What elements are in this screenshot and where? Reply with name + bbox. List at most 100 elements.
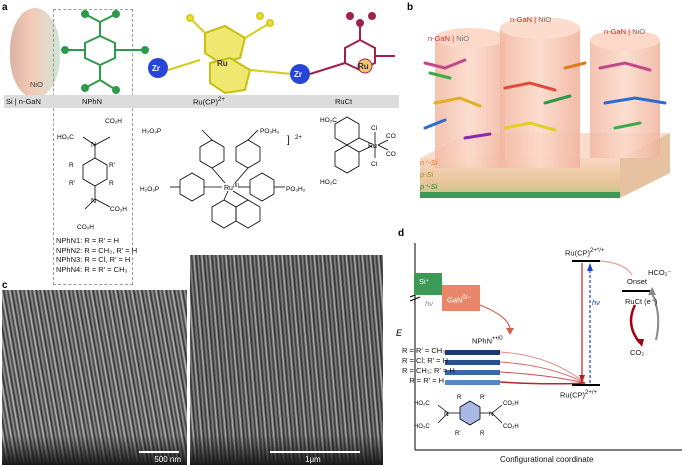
svg-text:H₂O₃P: H₂O₃P [142, 128, 161, 135]
svg-text:CO₂H: CO₂H [503, 424, 519, 430]
onset-label: Onset [627, 277, 648, 286]
energy-diagram: N N HO₂C HO₂C CO₂H CO₂H R R′ R′ R [409, 243, 682, 451]
svg-text:Cl: Cl [371, 161, 378, 168]
panel-d-label: d [398, 228, 405, 239]
svg-text:R′: R′ [69, 180, 76, 187]
svg-text:N: N [91, 198, 96, 205]
hco2-label: HCO₂⁻ [648, 268, 672, 277]
svg-text:CO₂H: CO₂H [110, 206, 127, 213]
nphn-dashed-box [53, 9, 133, 285]
layer-pp-si: p⁺-Si [420, 182, 438, 191]
y-axis-label: E [396, 328, 403, 338]
variant-2: NPhN2: R = CH₃, R′ = H [56, 245, 138, 255]
rucp-ground-label: Ru(CP)2+/+ [560, 390, 598, 400]
svg-text:CO: CO [386, 151, 396, 158]
gan-label: GaN0/− [447, 295, 471, 305]
svg-text:Zr: Zr [294, 70, 302, 79]
nphn-structure: N N CO₂H HO₂C CO₂H CO₂H R R′ R′ R [57, 118, 127, 231]
nphn-level-label: NPhN+•/0 [472, 336, 503, 346]
dye-clusters [423, 58, 667, 140]
variant-1: NPhN1: R = R′ = H [56, 236, 120, 245]
svg-text:HO₂C: HO₂C [320, 117, 337, 124]
rucp-molecule [167, 12, 293, 95]
svg-text:CO: CO [386, 133, 396, 140]
svg-text:HO₂C: HO₂C [320, 179, 337, 186]
si-box [414, 273, 442, 295]
sem-image-1: 500 nm [2, 290, 187, 465]
rucp-excited-label: Ru(CP)2+*/+ [565, 248, 605, 258]
svg-text:PO₃H₂: PO₃H₂ [260, 128, 280, 135]
molecular-assembly: Zr Ru Zr Ru [61, 10, 395, 95]
svg-text:]: ] [287, 135, 290, 146]
variant-4: NPhN4: R = R′ = CH₃ [56, 264, 128, 274]
x-axis-label: Configurational coordinate [500, 455, 594, 464]
sem-image-2: 1μm [190, 255, 383, 465]
svg-text:Ru: Ru [217, 59, 228, 68]
panel-a-label: a [2, 2, 8, 13]
ruct-structure: Ru HO₂C HO₂C Cl Cl CO CO [320, 116, 396, 186]
svg-text:R: R [69, 162, 74, 169]
strip-nphn: NPhN [82, 97, 103, 106]
svg-text:N: N [489, 411, 494, 418]
svg-text:HO₂C: HO₂C [57, 134, 74, 141]
svg-text:R: R [109, 180, 114, 187]
co2-label: CO₂ [630, 348, 645, 357]
svg-text:N: N [91, 142, 96, 149]
ru2-atom [357, 58, 373, 74]
pillar-label-2: n-GaN | NiO [510, 15, 552, 24]
gan-box [442, 285, 480, 311]
variant-3: NPhN3: R = Cl, R′ = H [56, 255, 131, 264]
svg-text:CO₂H: CO₂H [77, 224, 94, 231]
rucp-structure: Ru (II) H₂O₃P PO₃H₂ H₂O₃P PO₃H₂ 2+ ] [140, 128, 306, 229]
svg-text:HO₂C: HO₂C [414, 401, 430, 407]
svg-text:CO₂H: CO₂H [105, 118, 122, 125]
layer-n-si: n⁺-Si [420, 158, 438, 167]
svg-text:PO₃H₂: PO₃H₂ [286, 186, 306, 193]
hv1-label: hν [425, 299, 433, 308]
svg-text:Cl: Cl [371, 125, 378, 132]
nphn-variant-list: NPhN1: R = R′ = H NPhN2: R = CH₃, R′ = H… [56, 236, 137, 274]
si-label: Si⁺ [419, 277, 430, 286]
svg-text:R: R [457, 395, 462, 401]
zr2-atom [290, 64, 310, 84]
ruct-e-label: RuCt (e⁻) [625, 297, 658, 306]
scale-label-2: 1μm [305, 455, 321, 464]
svg-text:Ru: Ru [358, 62, 369, 71]
svg-text:HO₂C: HO₂C [414, 424, 430, 430]
svg-text:Ru: Ru [368, 143, 377, 150]
nphn-molecule [61, 10, 149, 94]
level-4: R = R′ = H [409, 376, 444, 385]
level-2: R = Cl; R′ = H [402, 356, 448, 365]
panel-b-illustration [420, 17, 670, 198]
electrode-cylinder [10, 8, 60, 98]
hv2-label: hν [592, 298, 600, 307]
level-1: R = R′ = CH₃ [402, 346, 446, 355]
scale-bar-1 [139, 451, 179, 453]
svg-text:R′: R′ [455, 431, 461, 437]
level-3: R = CH₃; R′ = H [402, 366, 455, 375]
svg-text:R′: R′ [109, 162, 116, 169]
svg-text:H₂O₃P: H₂O₃P [140, 186, 159, 193]
panel-b-label: b [407, 2, 414, 13]
scale-bar-2 [270, 451, 360, 453]
svg-text:Zr: Zr [152, 64, 160, 73]
nio-label: NiO [30, 80, 43, 89]
strip-ruct: RuCt [335, 97, 353, 106]
svg-text:Ru: Ru [224, 185, 233, 192]
strip-rucp: Ru(CP)2+ [193, 97, 225, 107]
level-labels: R = R′ = CH₃ R = Cl; R′ = H R = CH₃; R′ … [402, 346, 455, 386]
svg-text:CO₂H: CO₂H [503, 401, 519, 407]
ruct-molecule [309, 12, 395, 75]
zr1-atom [148, 58, 168, 78]
svg-text:R′: R′ [480, 395, 486, 401]
svg-text:(II): (II) [233, 183, 239, 189]
panel-c-label: c [2, 280, 8, 291]
pillar-label-3: n-GaN | NiO [604, 27, 646, 36]
strip-si-gan: Si | n-GaN [6, 97, 41, 106]
scale-label-1: 500 nm [154, 455, 181, 464]
svg-text:2+: 2+ [295, 135, 302, 141]
pillar-label-1: n-GaN | NiO [428, 34, 470, 43]
svg-text:R: R [480, 431, 485, 437]
svg-text:N: N [444, 411, 449, 418]
layer-p-si: p-Si [420, 170, 434, 179]
